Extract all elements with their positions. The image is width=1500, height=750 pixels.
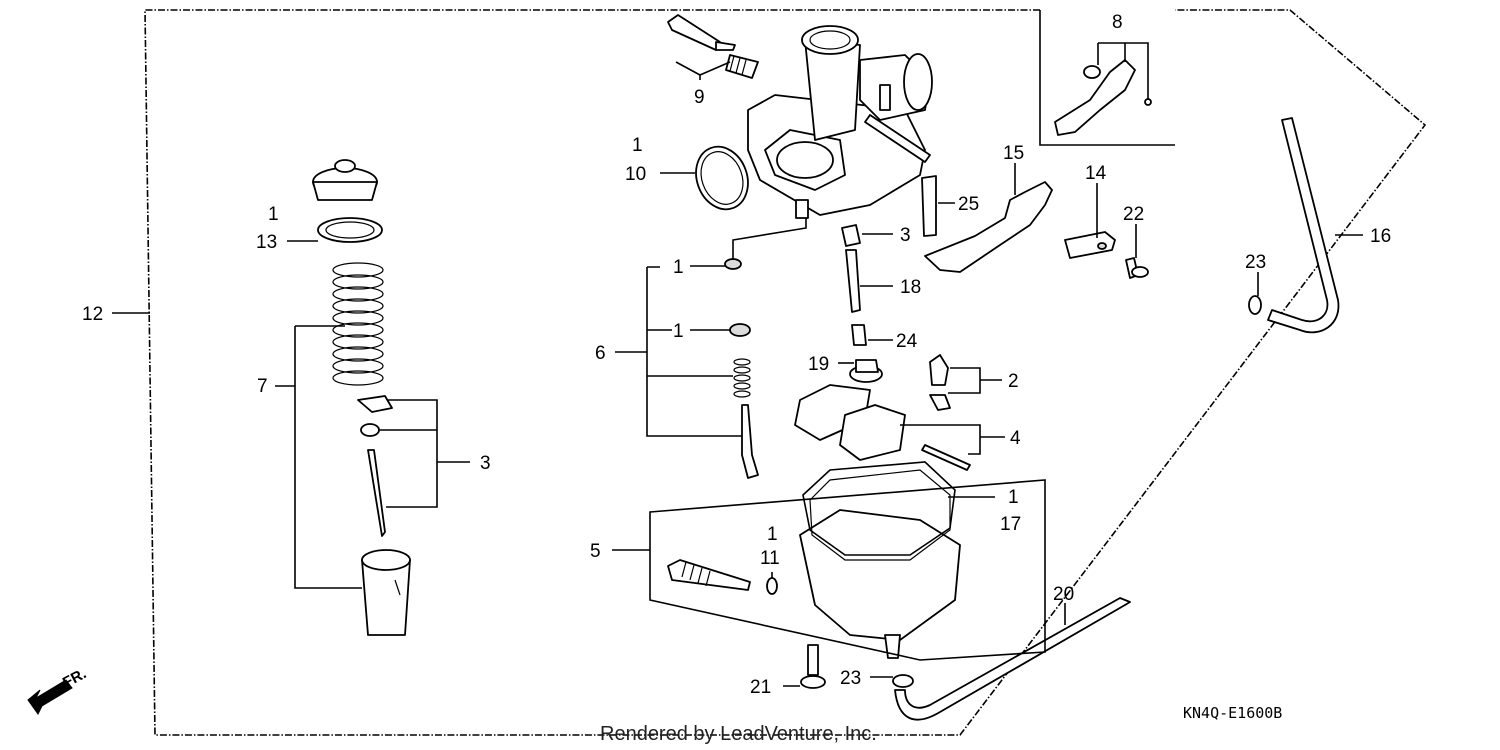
part-22-screw (1125, 257, 1149, 279)
part-6-washer (729, 323, 751, 337)
label-22: 22 (1123, 204, 1144, 225)
part-2-clip (929, 394, 951, 411)
part-20-drain-tube (894, 597, 1131, 721)
inset-frame-8 (1039, 10, 1175, 146)
part-3-washer (360, 423, 380, 437)
part-21-drain-screw (800, 644, 826, 689)
part-3-jet-needle (367, 449, 386, 537)
part-18-needle-jet (845, 249, 861, 313)
label-5: 5 (590, 541, 601, 562)
label-11: 11 (760, 548, 780, 569)
label-6: 6 (595, 343, 606, 364)
part-6-o-ring-1 (724, 258, 742, 270)
part-7-throttle-valve (361, 549, 411, 636)
label-20: 20 (1053, 584, 1074, 605)
label-7: 7 (257, 376, 268, 397)
label-3-a: 3 (480, 453, 491, 474)
part-24-main-jet (851, 324, 867, 346)
front-arrow-icon (27, 679, 73, 715)
part-11-o-ring (766, 577, 778, 595)
label-13: 13 (256, 232, 277, 253)
label-12: 12 (82, 304, 103, 325)
label-1-a: 1 (268, 204, 279, 225)
part-8-lever-set (1054, 59, 1152, 136)
part-4-float (794, 384, 971, 471)
part-19-float-pin-holder (849, 359, 883, 383)
part-15-choke-lever (924, 181, 1053, 273)
part-16-vent-hose (1267, 117, 1340, 334)
part-23-clip-b (892, 674, 914, 688)
label-8: 8 (1112, 12, 1123, 33)
label-24: 24 (896, 331, 918, 352)
part-13-ring-inner (325, 221, 375, 239)
label-15: 15 (1003, 143, 1024, 164)
part-14-choke-shaft (1064, 231, 1116, 259)
part-23-clip-a (1248, 295, 1262, 315)
label-1-e: 1 (1008, 487, 1019, 508)
label-4: 4 (1010, 428, 1021, 449)
part-5-float-chamber (667, 469, 961, 659)
label-17: 17 (1000, 514, 1021, 535)
label-16: 16 (1370, 226, 1391, 247)
leader-lines (112, 42, 1363, 687)
part-3-jet-holder (841, 224, 861, 247)
part-3-clip (357, 395, 393, 413)
part-9-screw-spring (667, 14, 759, 79)
label-1-c: 1 (673, 257, 684, 278)
part-2-float-valve (929, 354, 949, 386)
assembly-frame (144, 9, 1427, 736)
part-carb-top-cap (312, 159, 378, 201)
label-21: 21 (750, 677, 771, 698)
label-25: 25 (958, 194, 979, 215)
label-23-a: 23 (1245, 252, 1266, 273)
part-10-o-ring-inner (700, 151, 744, 205)
label-14: 14 (1085, 163, 1107, 184)
label-3-b: 3 (900, 225, 911, 246)
carburetor-body (747, 25, 933, 219)
label-9: 9 (694, 87, 705, 108)
label-19: 19 (808, 354, 829, 375)
label-18: 18 (900, 277, 921, 298)
part-6-air-screw (741, 404, 759, 479)
label-1-d: 1 (673, 321, 684, 342)
part-10-o-ring (695, 145, 749, 211)
part-7-spring (332, 262, 384, 386)
label-23-b: 23 (840, 668, 861, 689)
diagram-code: KN4Q-E1600B (1183, 704, 1282, 722)
label-10: 10 (625, 164, 646, 185)
part-25-slow-jet (921, 175, 937, 237)
credit-text: Rendered by LeadVenture, Inc. (600, 723, 877, 745)
label-1-b: 1 (632, 135, 643, 156)
part-6-spring (733, 358, 751, 398)
label-2: 2 (1008, 371, 1019, 392)
label-1-f: 1 (767, 524, 778, 545)
part-17-gasket (802, 461, 956, 556)
